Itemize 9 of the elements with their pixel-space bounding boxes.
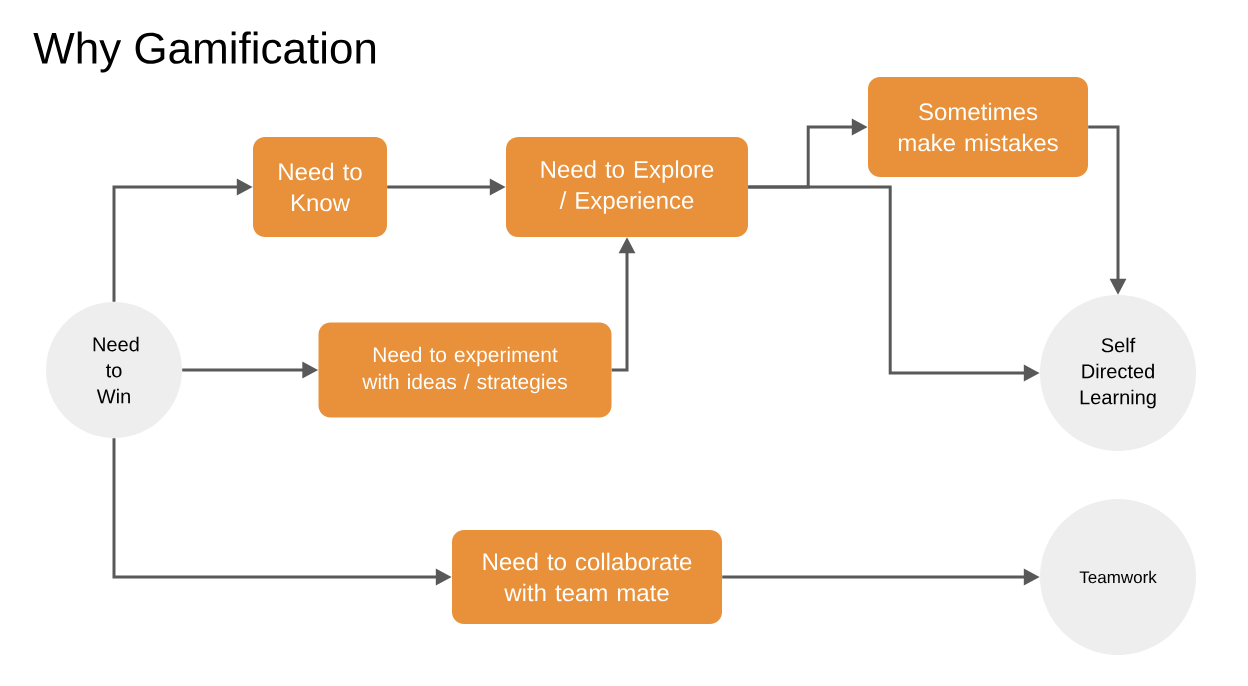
- process-box: Need to experiment with ideas / strategies: [318, 322, 612, 418]
- circle-node: Teamwork: [1040, 499, 1196, 655]
- circle-node: Self Directed Learning: [1040, 295, 1196, 451]
- title: Why Gamification: [33, 31, 376, 73]
- process-box: Sometimes make mistakes: [868, 77, 1088, 177]
- circle-node: Need to Win: [46, 302, 182, 438]
- process-box: Need to collaborate with team mate: [452, 530, 722, 624]
- process-box: Need to Explore / Experience: [506, 137, 748, 237]
- process-box: Need to Know: [253, 137, 387, 237]
